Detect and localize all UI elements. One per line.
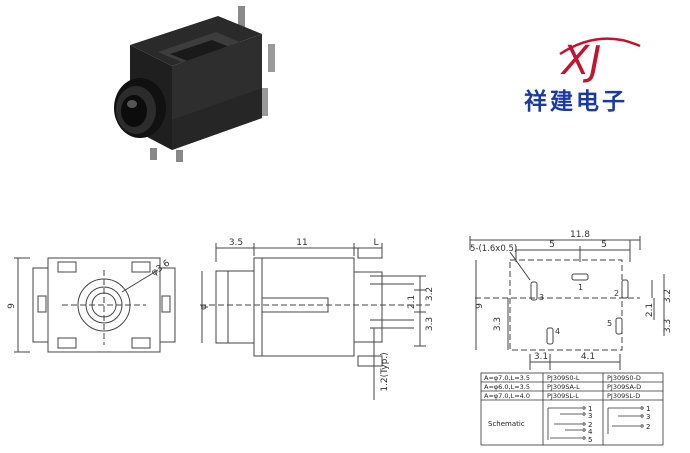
dim-fp-3-1: 3.1: [534, 352, 548, 362]
front-view-drawing: [14, 257, 176, 353]
spec-table: [480, 372, 664, 446]
dim-fp-5a: 5: [549, 240, 555, 250]
spec-row-2-option: A=φ6.0,L=3.5: [484, 383, 530, 391]
spec-row-2-part-l: PJ309SA-L: [547, 383, 580, 391]
sch-left-pin-3: 3: [588, 412, 592, 420]
dim-fp-5b: 5: [601, 240, 607, 250]
dim-fp-3-3b: 3.3: [663, 319, 673, 333]
spec-row-3-part-d: PJ309SL-D: [607, 392, 640, 400]
pcb-footprint-drawing: [469, 236, 665, 370]
fp-pin-2: 2: [614, 289, 619, 298]
company-name: 祥建电子: [524, 88, 628, 115]
dim-fp-overall: 11.8: [570, 230, 590, 240]
sch-left-pin-4: 4: [588, 428, 593, 436]
spec-row-1-part-l: PJ309S0-L: [547, 374, 580, 382]
fp-pin-3: 3: [539, 293, 544, 302]
schematic-right: [607, 406, 644, 434]
sch-right-pin-2: 2: [646, 423, 650, 431]
dim-side-barrel: 3.5: [229, 238, 243, 248]
fp-pin-5: 5: [607, 319, 612, 328]
dim-front-height: 9: [7, 303, 17, 309]
sch-right-pin-1: 1: [646, 405, 650, 413]
dim-side-3-3: 3.3: [425, 317, 435, 331]
component-3d-photo: [114, 6, 275, 162]
dim-fp-4-1: 4.1: [581, 352, 595, 362]
schematic-label: Schematic: [488, 420, 525, 428]
dim-fp-3-2: 3.2: [663, 289, 673, 303]
dim-side-diameter: φ: [199, 304, 209, 310]
dim-fp-3-3a: 3.3: [493, 317, 503, 331]
sch-right-pin-3: 3: [646, 413, 650, 421]
spec-row-2-part-d: PJ309SA-D: [607, 383, 641, 391]
fp-pin-1: 1: [578, 283, 583, 292]
fp-pin-4: 4: [555, 327, 560, 336]
dim-side-body: 11: [296, 238, 307, 248]
spec-row-3-part-l: PJ309SL-L: [547, 392, 579, 400]
footprint-hole-note: 5-(1.6x0.5): [470, 244, 517, 254]
dim-side-3-2: 3.2: [425, 287, 435, 301]
dim-fp-9: 9: [475, 303, 485, 309]
logo-letters: XJ: [560, 38, 601, 84]
side-view-drawing: [200, 243, 430, 400]
spec-row-1-part-d: PJ309S0-D: [607, 374, 641, 382]
spec-row-1-option: A=φ7.0,L=3.5: [484, 374, 530, 382]
sch-left-pin-5: 5: [588, 436, 592, 444]
sch-left-pin-2: 2: [588, 421, 592, 429]
spec-row-3-option: A=φ7.0,L=4.0: [484, 392, 530, 400]
dim-side-pin: 1.2(Typ.): [380, 352, 390, 391]
dim-side-2-1: 2.1: [407, 295, 417, 309]
xj-logo: XJ: [559, 37, 641, 84]
dim-front-bore: φ3.6: [150, 258, 173, 278]
dim-side-length: L: [373, 238, 378, 248]
schematic-left: [547, 406, 586, 440]
sch-left-pin-1: 1: [588, 405, 592, 413]
dim-fp-2-1: 2.1: [645, 303, 655, 317]
